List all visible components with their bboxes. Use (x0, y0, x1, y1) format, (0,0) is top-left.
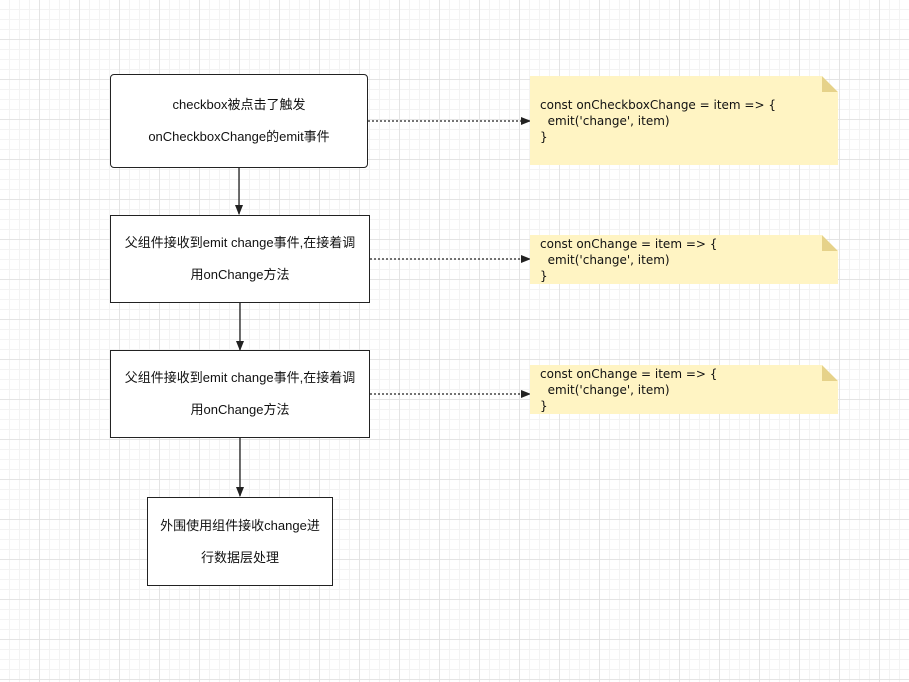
flow-step-4-text: 外围使用组件接收change进 行数据层处理 (160, 502, 320, 582)
flow-step-3-text: 父组件接收到emit change事件,在接着调 用onChange方法 (125, 354, 355, 434)
code-note-3-line-3: } (540, 398, 548, 413)
code-note-3-line-1: const onChange = item => { (540, 366, 718, 381)
flow-step-1[interactable]: checkbox被点击了触发 onCheckboxChange的emit事件 (110, 74, 368, 168)
code-note-2-line-1: const onChange = item => { (540, 236, 718, 251)
code-note-1-line-2: emit('change', item) (540, 113, 670, 128)
code-note-1-line-1: const onCheckboxChange = item => { (540, 97, 776, 112)
code-note-3-line-2: emit('change', item) (540, 382, 670, 397)
code-note-2-line-2: emit('change', item) (540, 252, 670, 267)
code-note-2[interactable]: const onChange = item => { emit('change'… (530, 235, 838, 284)
flow-step-4-line-2: 行数据层处理 (200, 549, 279, 565)
flow-step-1-line-1: checkbox被点击了触发 (172, 97, 306, 112)
flow-step-3[interactable]: 父组件接收到emit change事件,在接着调 用onChange方法 (110, 350, 370, 438)
flow-step-2-line-2: 用onChange方法 (190, 267, 290, 282)
flow-step-4[interactable]: 外围使用组件接收change进 行数据层处理 (147, 497, 333, 586)
code-note-3[interactable]: const onChange = item => { emit('change'… (530, 365, 838, 414)
flow-step-2-line-1: 父组件接收到emit change事件,在接着调 (124, 235, 356, 250)
code-note-1[interactable]: const onCheckboxChange = item => { emit(… (530, 76, 838, 165)
flow-step-2-text: 父组件接收到emit change事件,在接着调 用onChange方法 (125, 219, 355, 299)
code-note-1-line-3: } (540, 129, 548, 144)
flow-step-1-text: checkbox被点击了触发 onCheckboxChange的emit事件 (148, 81, 329, 161)
code-note-2-line-3: } (540, 268, 548, 283)
flow-step-1-line-2: onCheckboxChange的emit事件 (148, 129, 330, 144)
flow-step-2[interactable]: 父组件接收到emit change事件,在接着调 用onChange方法 (110, 215, 370, 303)
flow-step-3-line-1: 父组件接收到emit change事件,在接着调 (124, 370, 356, 385)
flow-step-3-line-2: 用onChange方法 (190, 402, 290, 417)
flow-step-4-line-1: 外围使用组件接收change进 (160, 517, 320, 533)
